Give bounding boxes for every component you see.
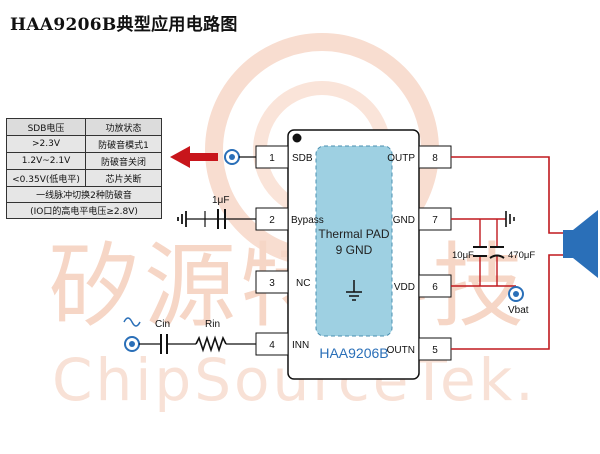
- table-note-row: 一线脉冲切换2种防破音: [6, 186, 162, 203]
- table-row: <0.35V(低电平) 芯片关断: [6, 169, 162, 187]
- pin-number: 1: [269, 153, 275, 164]
- table-cell: <0.35V(低电平): [6, 169, 86, 187]
- pin1-marker: [292, 133, 302, 143]
- pin-number: 3: [269, 278, 275, 289]
- pin-name: NC: [296, 278, 310, 289]
- pin-number: 7: [432, 215, 438, 226]
- table-note-line: (IO口的高电平电压≥2.8V): [6, 202, 162, 219]
- pin-number: 2: [269, 215, 275, 226]
- rin-label: Rin: [205, 319, 220, 330]
- thermal-pad: [315, 145, 393, 337]
- pin-name: INN: [292, 340, 309, 351]
- pin-number: 4: [269, 340, 275, 351]
- cin-label: Cin: [155, 319, 170, 330]
- table-row: >2.3V 防破音模式1: [6, 135, 162, 153]
- cap-470uf-label: 470μF: [508, 250, 535, 261]
- input-terminal-dot: [129, 341, 135, 347]
- pin-7: 7 GND: [393, 207, 452, 231]
- power-wires: [451, 218, 516, 287]
- table-header-row: SDB电压 功放状态: [6, 118, 162, 136]
- speaker-icon: [563, 210, 598, 278]
- pin-number: 6: [432, 282, 438, 293]
- table-cell: 防破音关闭: [85, 152, 162, 170]
- pin-name: Bypass: [291, 215, 324, 226]
- table-header-cell: 功放状态: [85, 118, 162, 136]
- table-cell: >2.3V: [6, 135, 86, 153]
- table-row: 1.2V~2.1V 防破音关闭: [6, 152, 162, 170]
- input-circuit: [139, 334, 256, 354]
- pin-name: GND: [393, 215, 415, 226]
- thermal-pad-gnd: 9 GND: [336, 243, 373, 257]
- sine-wave-icon: [123, 317, 141, 327]
- vbat-terminal-dot: [513, 291, 519, 297]
- pin-number: 8: [432, 153, 438, 164]
- pin-3: 3 NC: [255, 270, 310, 294]
- bypass-circuit: [177, 209, 256, 229]
- sdb-terminal-dot: [229, 154, 235, 160]
- sdb-mode-table: SDB电压 功放状态 >2.3V 防破音模式1 1.2V~2.1V 防破音关闭 …: [6, 118, 162, 219]
- pin-number: 5: [432, 345, 438, 356]
- output-wires: [451, 156, 563, 350]
- pin-name: VDD: [394, 282, 415, 293]
- vbat-label: Vbat: [508, 305, 529, 316]
- table-cell: 芯片关断: [85, 169, 162, 187]
- bypass-cap-label: 1μF: [212, 195, 229, 206]
- ground-icon: [346, 280, 362, 301]
- gnd-symbol-icon: [505, 211, 515, 227]
- table-note-line: 一线脉冲切换2种防破音: [6, 186, 162, 203]
- pin-name: OUTP: [387, 153, 415, 164]
- table-header-cell: SDB电压: [6, 118, 86, 136]
- pin-name: SDB: [292, 153, 313, 164]
- pin-6: 6 VDD: [394, 274, 452, 298]
- pin-box: [255, 270, 289, 294]
- table-cell: 1.2V~2.1V: [6, 152, 86, 170]
- chip-name: HAA9206B: [319, 345, 388, 361]
- table-cell: 防破音模式1: [85, 135, 162, 153]
- table-note-row: (IO口的高电平电压≥2.8V): [6, 202, 162, 219]
- decoupling-caps: [473, 246, 505, 259]
- thermal-pad-label: Thermal PAD: [318, 227, 389, 241]
- cap-10uf-label: 10μF: [452, 250, 474, 261]
- pin-4: 4 INN: [255, 332, 309, 356]
- page-title: HAA9206B典型应用电路图: [10, 15, 238, 35]
- sdb-arrow-icon: [170, 146, 218, 168]
- pin-name: OUTN: [387, 345, 415, 356]
